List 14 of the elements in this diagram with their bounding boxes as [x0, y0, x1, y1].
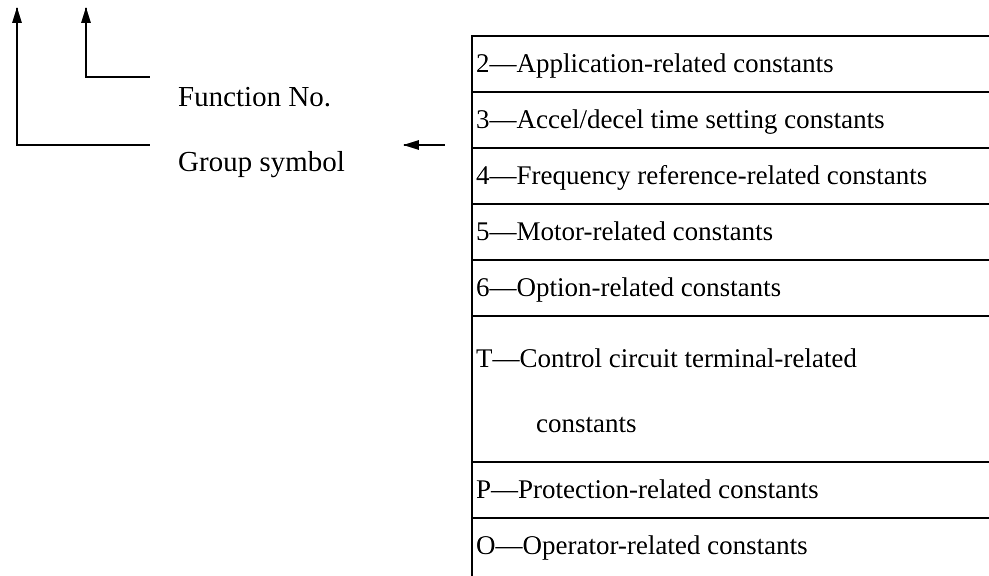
arrow — [81, 7, 150, 78]
row-text: P—Protection-related constants — [476, 473, 819, 506]
row-text: 3—Accel/decel time setting constants — [476, 103, 885, 136]
row-text: 2—Application-related constants — [476, 47, 834, 80]
row-text: 4—Frequency reference-related constants — [476, 159, 928, 192]
arrow — [12, 7, 150, 146]
row-text: 6—Option-related constants — [476, 271, 782, 304]
label-text: Function No. — [178, 81, 332, 113]
table-frame — [471, 35, 989, 576]
row-text: 5—Motor-related constants — [476, 215, 774, 248]
row-text: T—Control circuit terminal-related constants — [476, 342, 858, 440]
label-text: Group symbol — [178, 146, 345, 178]
row-text: O—Operator-related constants — [476, 529, 808, 562]
arrow — [403, 140, 445, 150]
